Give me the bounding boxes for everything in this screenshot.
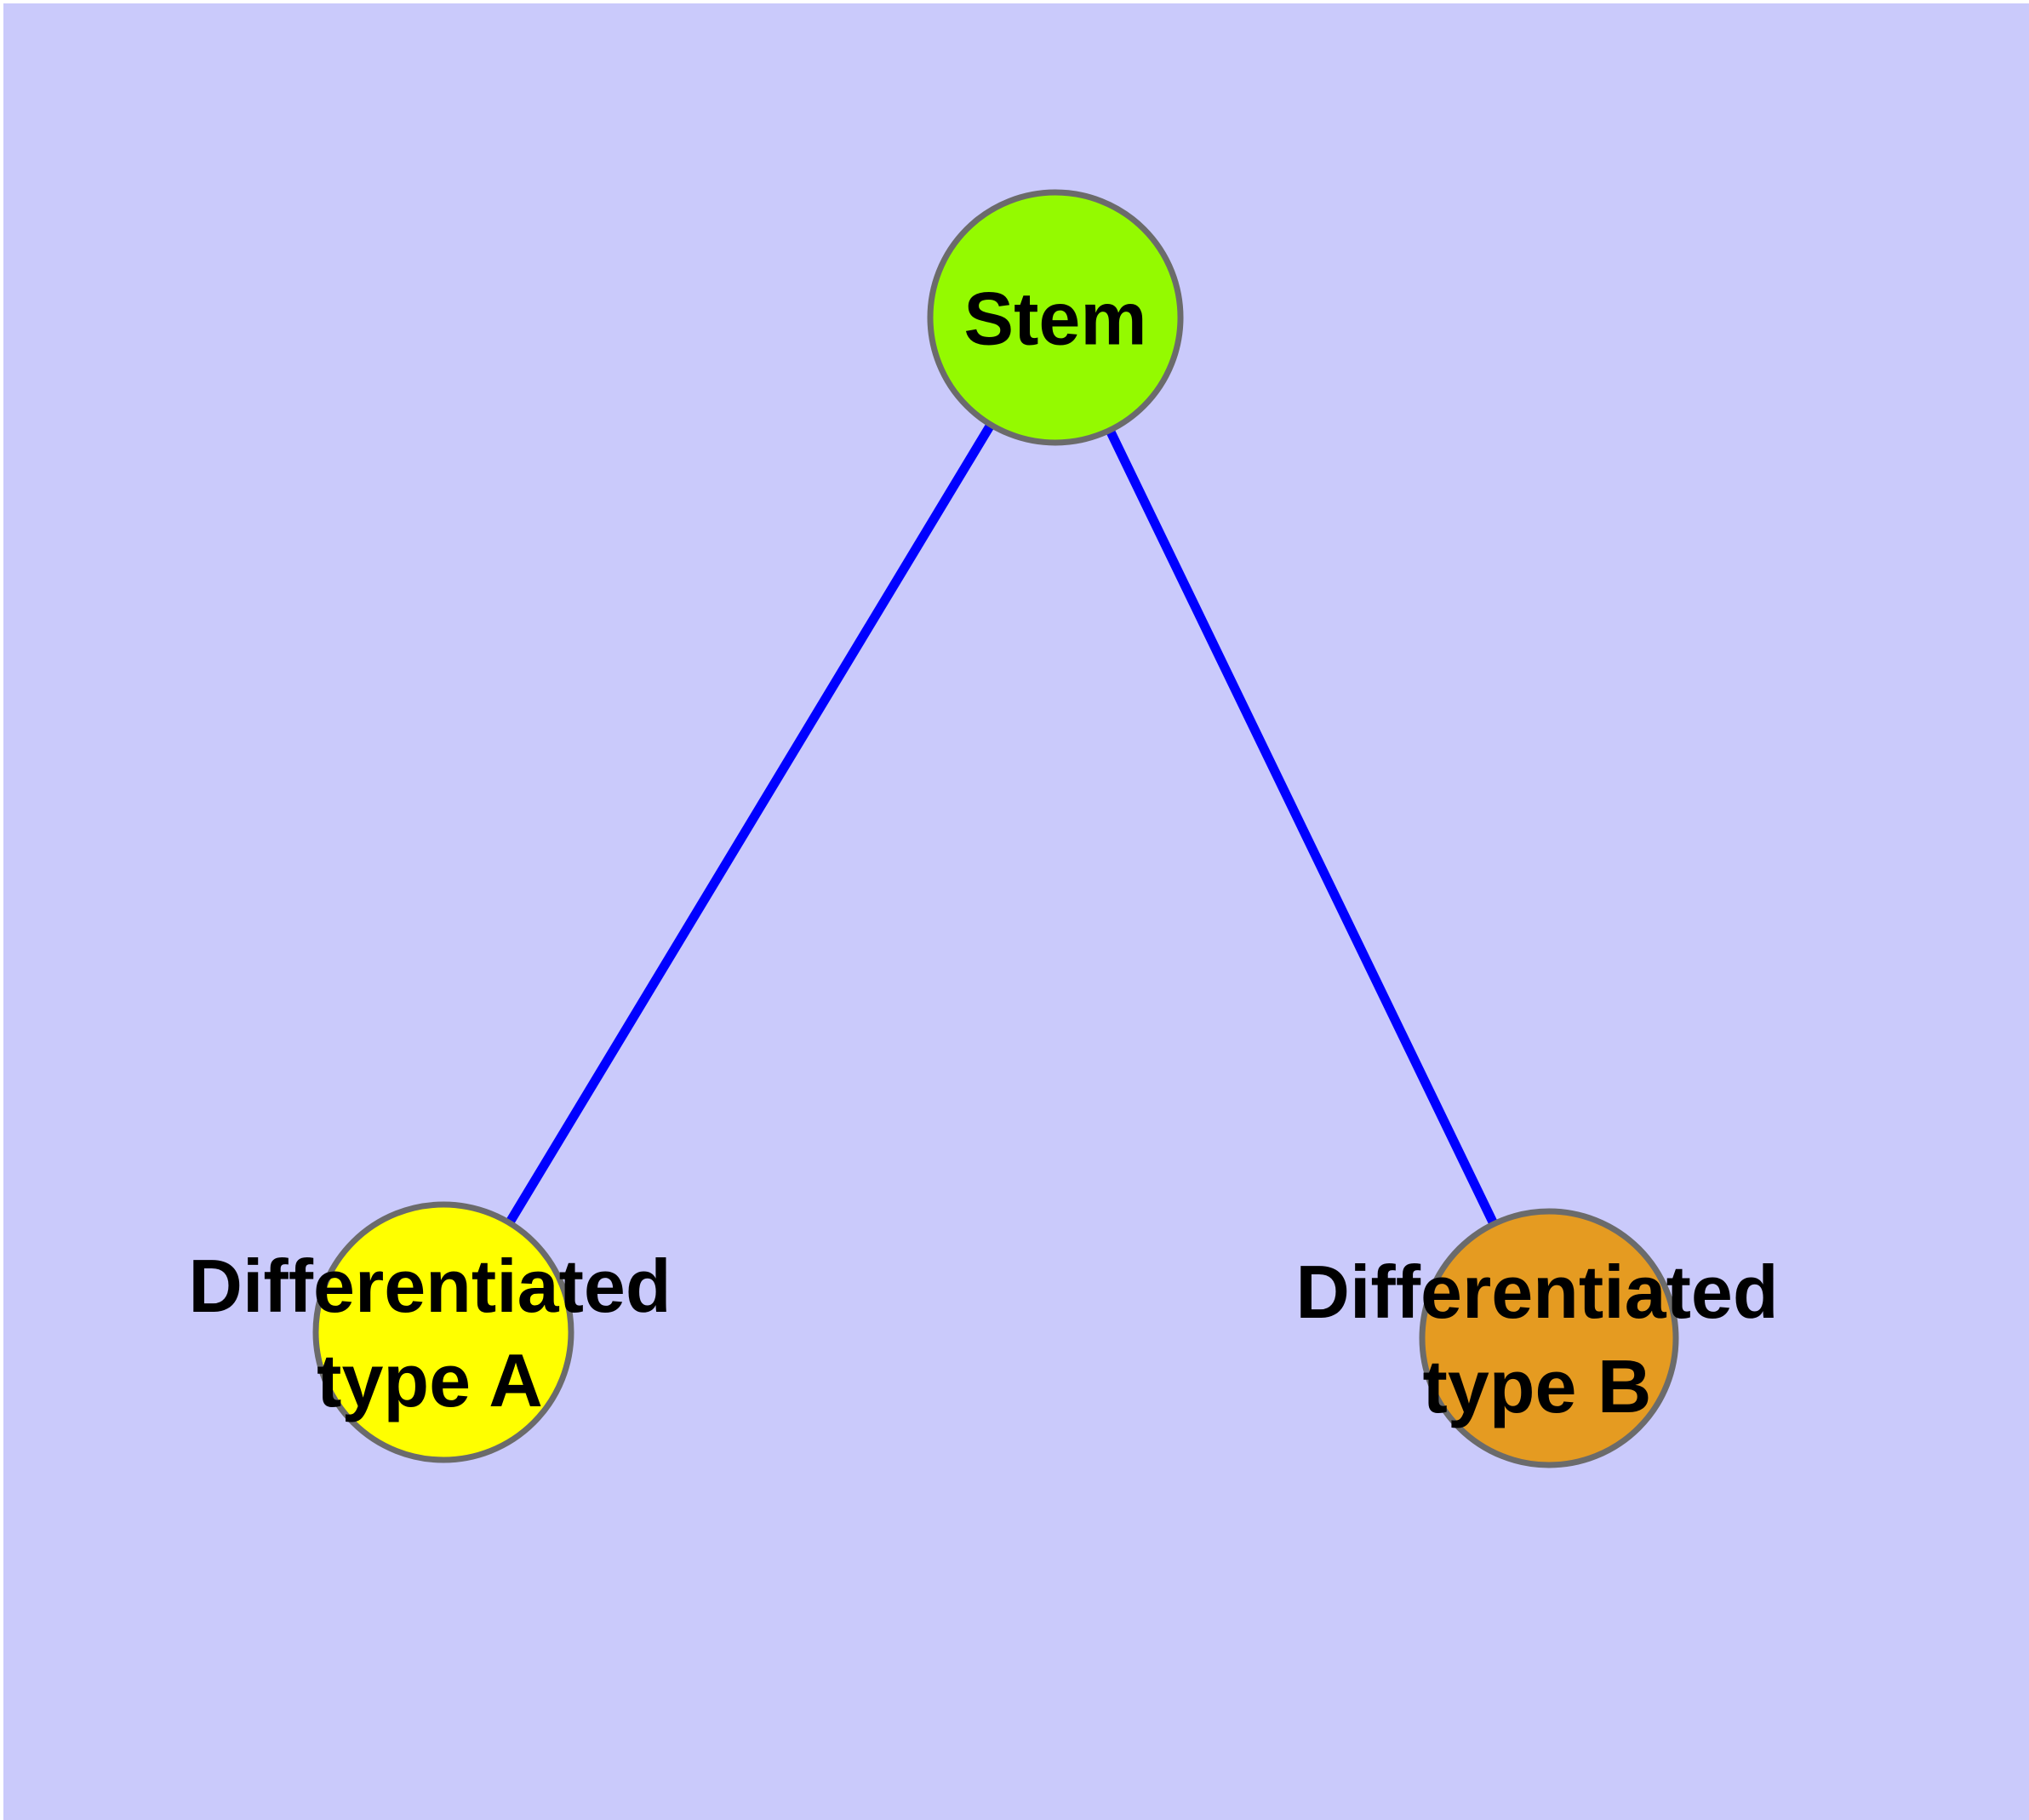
node-label-stem: Stem <box>963 277 1146 361</box>
node-circle-differentiated-type-b <box>1419 1208 1679 1468</box>
node-label-line: Differentiated <box>1295 1250 1778 1334</box>
node-label-differentiated-type-a: Differentiated type A <box>188 1244 671 1422</box>
node-label-line: Differentiated <box>188 1244 671 1328</box>
node-circle-differentiated-type-a <box>312 1201 574 1463</box>
node-stem: Stem <box>927 189 1184 446</box>
node-differentiated-type-a: Differentiated type A <box>188 1201 672 1463</box>
node-label-line: Stem <box>963 277 1146 361</box>
node-label-line: type A <box>317 1338 543 1422</box>
node-circle-stem <box>927 189 1184 446</box>
node-label-line: type B <box>1423 1344 1652 1428</box>
node-differentiated-type-b: Differentiated type B <box>1295 1208 1779 1468</box>
node-label-differentiated-type-b: Differentiated type B <box>1295 1250 1778 1428</box>
edge-stem-to-differentiated-type-a <box>439 315 1060 1335</box>
edges-layer <box>439 315 1553 1341</box>
edge-stem-to-differentiated-type-b <box>1051 315 1553 1341</box>
